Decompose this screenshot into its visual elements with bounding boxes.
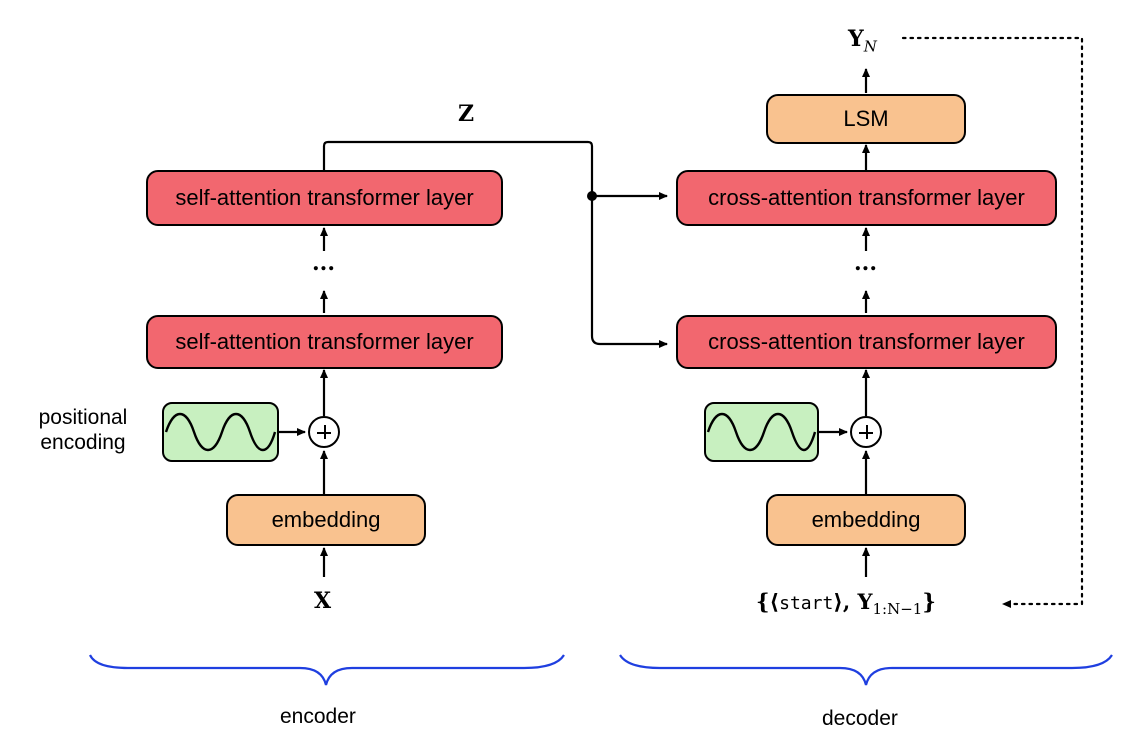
decoder-output-main: Y — [848, 26, 864, 52]
lsm-box: LSM — [766, 94, 966, 144]
decoder-output-label: YN — [848, 26, 877, 55]
decoder-input-close: } — [922, 589, 936, 614]
encoder-self-attention-layer-top: self-attention transformer layer — [146, 170, 503, 226]
encoder-self-attention-layer-bottom: self-attention transformer layer — [146, 315, 503, 369]
encoder-input-x: X — [314, 588, 332, 614]
encoder-ellipsis: ... — [312, 250, 335, 276]
sine-wave-icon — [706, 412, 817, 452]
latent-z-label: Z — [458, 101, 475, 127]
decoder-brace — [619, 654, 1113, 686]
decoder-add-icon — [850, 416, 882, 448]
decoder-input-start-token: start — [779, 593, 834, 614]
decoder-positional-encoding-box — [704, 402, 819, 462]
z-junction-dot — [587, 191, 597, 201]
decoder-cross-attention-layer-top: cross-attention transformer layer — [676, 170, 1057, 226]
decoder-input-subscript: 1:N−1 — [872, 600, 923, 619]
encoder-brace — [89, 654, 565, 686]
feedback-loop — [901, 36, 1084, 608]
decoder-cross-attention-layer-bottom: cross-attention transformer layer — [676, 315, 1057, 369]
decoder-ellipsis: ... — [854, 250, 877, 276]
decoder-input-mid: ⟩, Y — [833, 589, 873, 614]
encoder-add-icon — [308, 416, 340, 448]
sine-wave-icon — [164, 412, 277, 452]
z-connector — [322, 140, 668, 348]
decoder-input-label: {⟨start⟩, Y1:N−1} — [756, 589, 936, 618]
encoder-caption: encoder — [280, 705, 356, 728]
encoder-positional-encoding-box — [162, 402, 279, 462]
positional-encoding-label: positional encoding — [38, 406, 128, 454]
decoder-output-subscript: N — [863, 37, 877, 56]
decoder-input-open: {⟨ — [756, 589, 780, 614]
decoder-caption: decoder — [822, 707, 898, 730]
encoder-embedding-box: embedding — [226, 494, 426, 546]
decoder-embedding-box: embedding — [766, 494, 966, 546]
